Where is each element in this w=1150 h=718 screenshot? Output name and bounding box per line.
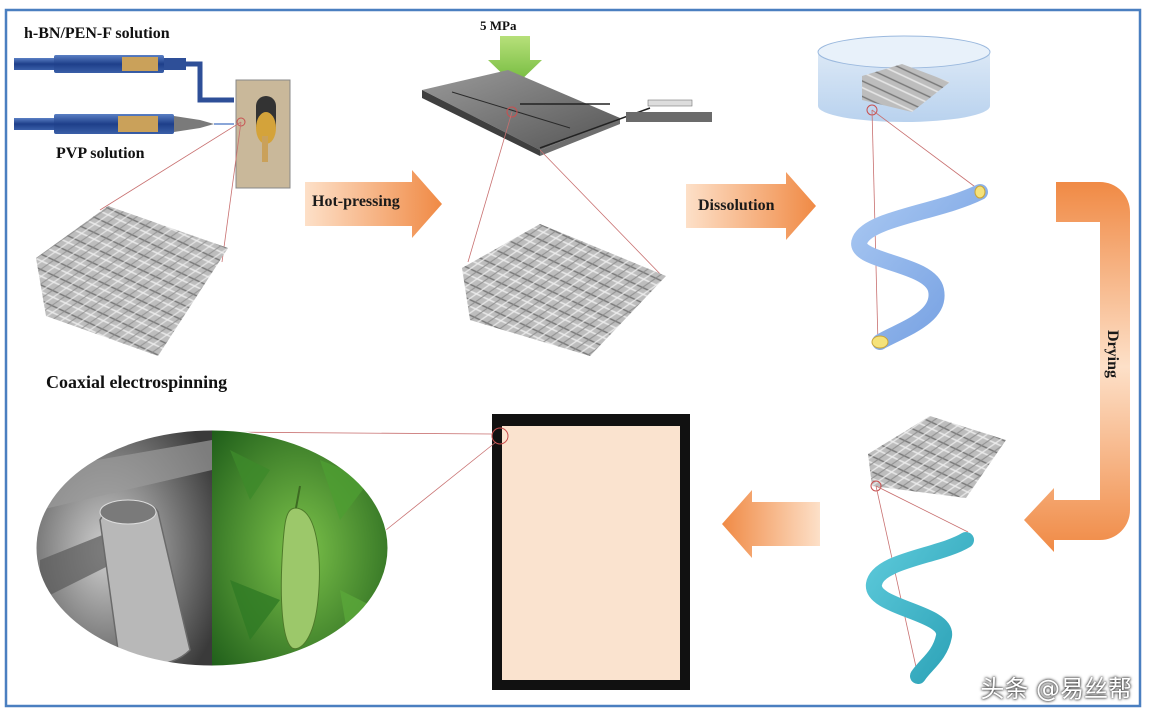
zoom-line: [539, 149, 665, 279]
fiber-mat-1: [36, 206, 228, 356]
arrow-dissolution-label: Dissolution: [698, 197, 775, 214]
syringe-bottom-label: PVP solution: [56, 145, 145, 162]
arrow-drying-label: Drying: [1104, 330, 1121, 378]
arrow-hot-pressing: [305, 170, 442, 238]
pressure-label: 5 MPa: [480, 18, 517, 33]
syringe-top: [14, 55, 234, 103]
fiber-end-cap: [974, 185, 986, 199]
arrow-left: [722, 490, 820, 558]
step1-label: Coaxial electrospinning: [46, 372, 227, 392]
arrow-dissolution: [686, 172, 816, 240]
collector-box: [235, 79, 291, 189]
zoom-line: [875, 485, 919, 677]
watermark: 头条 @易丝帮: [980, 675, 1132, 703]
syringe-top-label: h-BN/PEN-F solution: [24, 25, 170, 42]
arrow-hot-pressing-label: Hot-pressing: [312, 193, 400, 210]
pressure-arrow: [488, 36, 542, 86]
zoom-line: [99, 121, 242, 211]
zoom-line: [871, 109, 983, 193]
fiber-end-cap: [871, 335, 889, 349]
zoom-line: [211, 431, 493, 435]
comparison-ellipse: [36, 430, 388, 666]
zoom-line: [467, 111, 513, 263]
arrow-drying: [1024, 182, 1130, 552]
syringe-bottom: [14, 114, 234, 134]
press-plate: [422, 70, 712, 156]
zoom-line: [221, 121, 242, 263]
paper-sample: [491, 414, 690, 690]
hollow-fiber-blue: [851, 184, 988, 350]
fiber-mat-2: [462, 224, 666, 356]
outer-frame: [4, 8, 1142, 708]
zoom-line: [385, 441, 497, 531]
zoom-line: [875, 485, 969, 533]
fiber-mat-3: [868, 416, 1006, 498]
beaker: [817, 35, 991, 122]
comparison-ellipse-border: [35, 429, 389, 667]
hollow-fiber-teal: [866, 532, 974, 684]
